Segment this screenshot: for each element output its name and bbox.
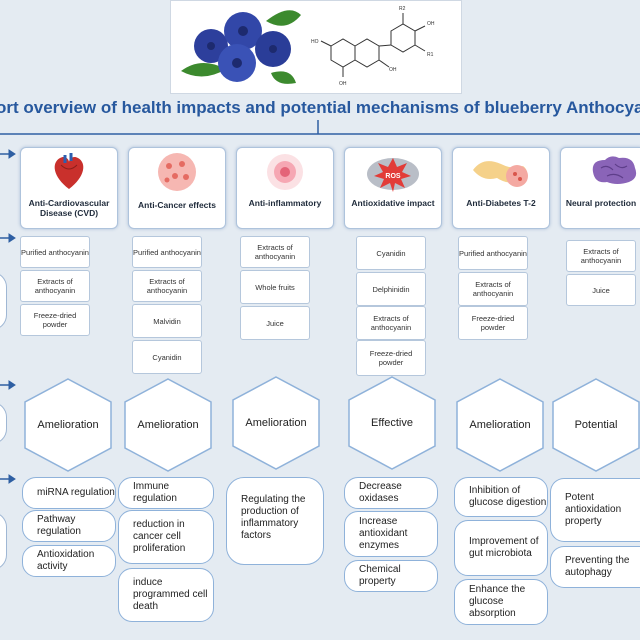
source-item: Extracts of anthocyanin — [20, 270, 90, 302]
mechanism-item: Potent antioxidation property — [550, 478, 640, 542]
mechanism-item: induce programmed cell death — [118, 568, 214, 622]
column-card-cancer: Anti-Cancer effects — [128, 147, 226, 229]
leaf-icon — [181, 62, 226, 77]
mechanism-item: miRNA regulation — [22, 477, 116, 509]
mechanism-item: Immune regulation — [118, 477, 214, 509]
svg-text:R1: R1 — [427, 52, 434, 58]
mechanism-item: Improvement of gut microbiota — [454, 520, 548, 576]
mechanism-item: Chemical property — [344, 560, 438, 592]
svg-text:OH: OH — [389, 67, 397, 73]
source-item: Purified anthocyanin — [20, 236, 90, 268]
outcome-hexagon: Effective — [348, 376, 436, 470]
cancer-cell-icon — [158, 153, 196, 191]
column-title: Anti-inflammatory — [248, 198, 322, 208]
svg-text:OH: OH — [339, 81, 347, 87]
column-card-neural: Neural protection — [560, 147, 640, 229]
column-card-inflammation: Anti-inflammatory — [236, 147, 334, 229]
source-item: Purified anthocyanin — [458, 236, 528, 270]
source-item: Extracts of anthocyanin — [240, 236, 310, 268]
mechanism-item: Enhance the glucose absorption — [454, 579, 548, 625]
mechanism-item: Decrease oxidases — [344, 477, 438, 509]
source-item: Whole fruits — [240, 270, 310, 304]
column-card-cvd: Anti-Cardiovascular Disease (CVD) — [20, 147, 118, 229]
column-card-antioxidative: ROS Antioxidative impact — [344, 147, 442, 229]
outcome-hexagon: Amelioration — [24, 378, 112, 472]
source-item: Freeze-dried powder — [20, 304, 90, 336]
leaf-icon — [266, 10, 301, 26]
svg-text:HO: HO — [311, 39, 319, 45]
outcome-label: Amelioration — [469, 419, 531, 431]
source-item: Delphinidin — [356, 272, 426, 306]
outcome-hexagon: Amelioration — [456, 378, 544, 472]
outcome-label: Effective — [371, 417, 413, 429]
mechanism-item: Pathway regulation — [22, 510, 116, 542]
mechanism-item: Preventing the autophagy — [550, 546, 640, 588]
column-card-diabetes: Anti-Diabetes T-2 — [452, 147, 550, 229]
svg-text:ROS: ROS — [385, 173, 401, 180]
diagram-title: ort overview of health impacts and poten… — [0, 98, 640, 117]
source-item: Purified anthocyanin — [132, 236, 202, 268]
inflammation-icon — [267, 154, 303, 190]
blueberry-anthocyanin-illustration: HO OH OH R2 OH R1 — [181, 6, 435, 87]
source-item: Cyanidin — [132, 340, 202, 374]
source-item: Freeze-dried powder — [356, 340, 426, 376]
column-title: Antioxidative impact — [351, 198, 435, 208]
source-item: Malvidin — [132, 304, 202, 338]
mechanism-item: reduction in cancer cell proliferation — [118, 510, 214, 564]
outcome-hexagon: Amelioration — [124, 378, 212, 472]
outcome-label: Amelioration — [245, 417, 307, 429]
mechanism-item: Regulating the production of inflammator… — [226, 477, 324, 565]
source-item: Juice — [240, 306, 310, 340]
source-item: Extracts of anthocyanin — [356, 306, 426, 340]
pancreas-icon — [473, 161, 528, 187]
outcome-label: Amelioration — [137, 419, 199, 431]
header-illustration: HO OH OH R2 OH R1 — [170, 0, 462, 94]
leaf-icon — [271, 71, 296, 84]
ros-icon: ROS — [367, 158, 419, 192]
mechanism-item: Antioxidation activity — [22, 545, 116, 577]
mechanism-item: Increase antioxidant enzymes — [344, 511, 438, 557]
column-title: Anti-Cardiovascular Disease (CVD) — [28, 198, 110, 218]
source-item: Extracts of anthocyanin — [458, 272, 528, 306]
heart-icon — [54, 153, 84, 189]
column-title: Anti-Diabetes T-2 — [466, 198, 536, 208]
source-item: Extracts of anthocyanin — [566, 240, 636, 272]
source-item: Juice — [566, 274, 636, 306]
brain-icon — [592, 156, 637, 184]
source-item: Extracts of anthocyanin — [132, 270, 202, 302]
column-title: Neural protection — [565, 198, 637, 208]
svg-text:OH: OH — [427, 21, 435, 27]
column-title: Anti-Cancer effects — [138, 200, 216, 210]
outcome-hexagon: Potential — [552, 378, 640, 472]
mechanism-item: Inhibition of glucose digestion — [454, 477, 548, 517]
outcome-label: Potential — [574, 419, 618, 431]
anthocyanin-structure-icon — [320, 13, 426, 77]
source-item: Freeze-dried powder — [458, 306, 528, 340]
source-item: Cyanidin — [356, 236, 426, 270]
outcome-label: Amelioration — [37, 419, 99, 431]
svg-text:R2: R2 — [399, 6, 406, 12]
outcome-hexagon: Amelioration — [232, 376, 320, 470]
